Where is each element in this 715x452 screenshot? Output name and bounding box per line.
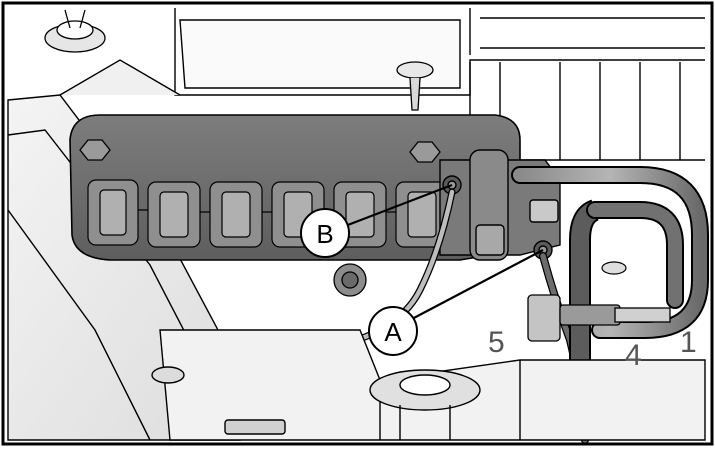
module-bolts bbox=[79, 139, 441, 163]
callout-b: B bbox=[300, 208, 350, 258]
stamp-5: 5 bbox=[488, 326, 505, 359]
lower-structure bbox=[151, 329, 706, 441]
callout-a: A bbox=[368, 306, 418, 356]
callout-b-label: B bbox=[316, 219, 333, 249]
hose-loop bbox=[511, 166, 709, 440]
top-left-fastener bbox=[44, 9, 106, 53]
grommet bbox=[333, 263, 367, 297]
leader-line-b bbox=[339, 183, 453, 230]
connector-row bbox=[87, 179, 449, 248]
leader-line-a bbox=[409, 249, 544, 321]
bracket bbox=[601, 261, 627, 275]
right-plug bbox=[527, 294, 671, 342]
top-screw bbox=[396, 61, 434, 111]
callout-a-label: A bbox=[384, 317, 402, 347]
stamp-1: 1 bbox=[680, 326, 697, 359]
stamp-4: 4 bbox=[625, 339, 642, 372]
